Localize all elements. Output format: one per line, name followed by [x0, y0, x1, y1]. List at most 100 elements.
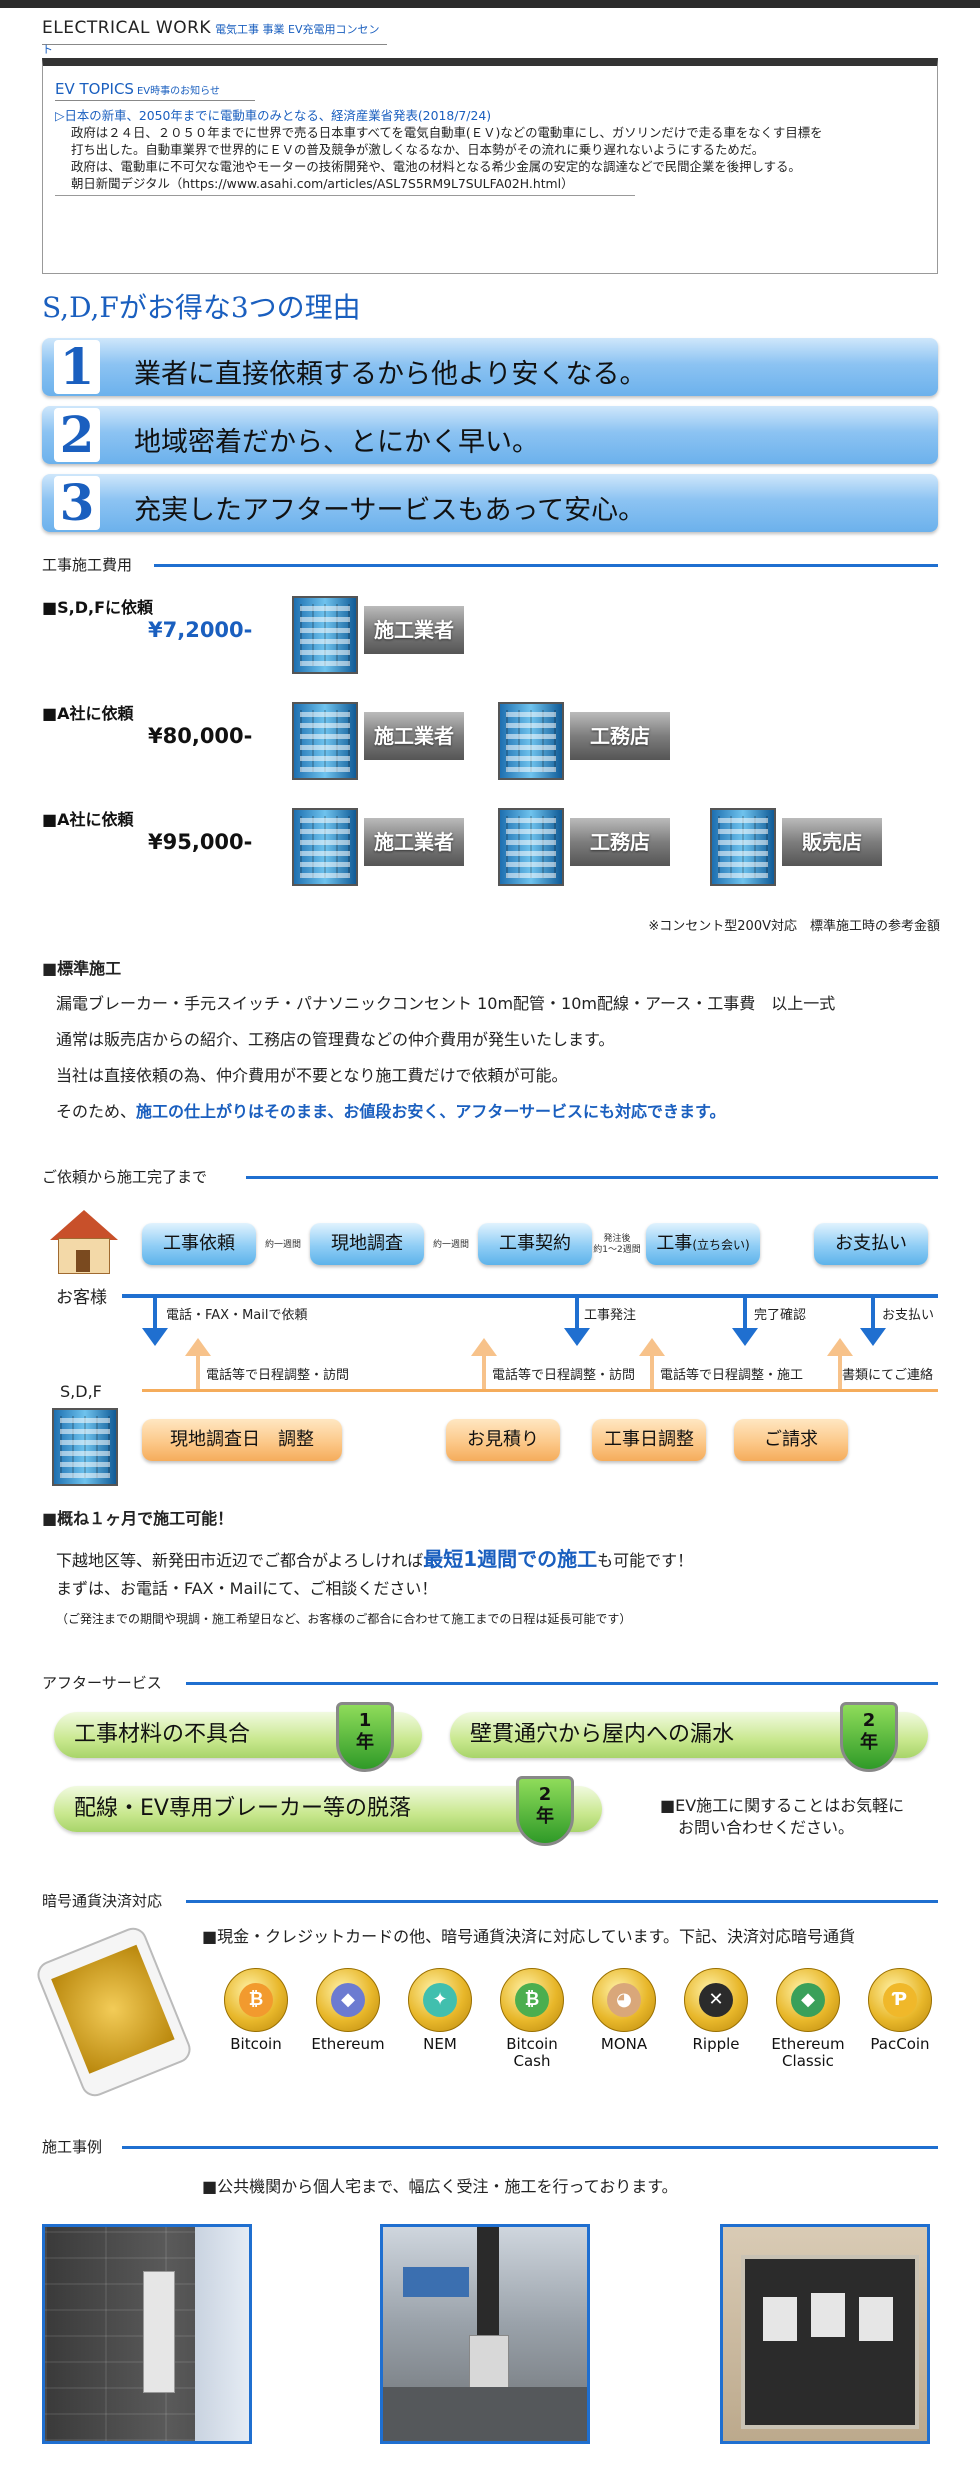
- flow-down-label: 工事発注: [584, 1308, 637, 1323]
- top-bar: [0, 0, 980, 8]
- cost-section-heading: 工事施工費用: [42, 554, 938, 574]
- case-photo[interactable]: [42, 2224, 252, 2444]
- flow-step-survey-date[interactable]: 現地調査日 調整: [142, 1419, 342, 1461]
- flow-step-construction[interactable]: 工事(立ち会い): [646, 1223, 760, 1265]
- flow-gap-label-line2: 約1～2週間: [593, 1245, 641, 1255]
- month-line1-prefix: 下越地区等、新発田市近辺でご都合がよろしければ: [56, 1551, 424, 1570]
- coin-name: PacCoin: [848, 2036, 952, 2053]
- flow-step-contract[interactable]: 工事契約: [478, 1223, 592, 1265]
- flow-step-payment[interactable]: お支払い: [814, 1223, 928, 1265]
- ev-topics-body-line: 政府は２４日、２０５０年までに世界で売る日本車すべてを電気自動車(ＥＶ)などの電…: [71, 125, 823, 140]
- arrow-up-icon: [471, 1338, 497, 1356]
- coin-name-line1: NEM: [423, 2035, 457, 2053]
- flow-step-construction-label: 工事: [656, 1233, 693, 1254]
- coin-name: Ethereum: [296, 2036, 400, 2053]
- arrow-up-icon: [639, 1338, 665, 1356]
- coin-item: ✦ NEM: [408, 1968, 472, 2053]
- crypto-section-heading: 暗号通貨決済対応: [42, 1890, 938, 1910]
- coin-icon: Ƥ: [868, 1968, 932, 2032]
- reason-number: 3: [54, 476, 100, 530]
- flow-up-stem: [650, 1356, 654, 1390]
- flow-up-label: 電話等で日程調整・訪問: [492, 1368, 636, 1383]
- coin-symbol: ₿: [239, 1983, 273, 2017]
- cost-row-price: ¥7,2000-: [148, 618, 253, 642]
- flow-gap-label: 約一週間: [432, 1240, 469, 1250]
- shield-shape: [516, 1776, 574, 1846]
- arrow-down-icon: [564, 1328, 590, 1346]
- flow-down-label: 完了確認: [754, 1308, 807, 1323]
- cost-row-price: ¥80,000-: [148, 724, 253, 748]
- flow-company-line: [142, 1389, 938, 1392]
- heading-rule: [186, 1900, 938, 1903]
- building-icon: [498, 702, 564, 780]
- crypto-heading-text: 暗号通貨決済対応: [42, 1892, 163, 1910]
- site-title: ELECTRICAL WORK: [42, 18, 212, 38]
- coin-icon: ₿: [224, 1968, 288, 2032]
- coin-item: ◆Ethereum: [311, 1968, 385, 2053]
- flow-step-invoice[interactable]: ご請求: [734, 1419, 848, 1461]
- coin-icon: ✕: [684, 1968, 748, 2032]
- road: [383, 2387, 587, 2441]
- case-photo[interactable]: [380, 2224, 590, 2444]
- cases-section-heading: 施工事例: [42, 2136, 938, 2156]
- flow-up-stem: [838, 1356, 842, 1390]
- month-note: （ご発注までの期間や現調・施工希望日など、お客様のご都合に合わせて施工までの日程…: [56, 1612, 632, 1626]
- coin-item: ₿Bitcoin: [224, 1968, 288, 2053]
- company-building: [48, 1400, 118, 1486]
- standard-last-highlight: 施工の仕上がりはそのまま、お値段お安く、アフターサービスにも対応できます。: [136, 1102, 726, 1121]
- building-label: 施工業者: [364, 606, 464, 654]
- panel-outlet: [859, 2297, 893, 2341]
- house-icon: [48, 1210, 118, 1274]
- building-icon: [292, 596, 358, 674]
- standard-line: 通常は販売店からの紹介、工務店の管理費などの仲介費用が発生いたします。: [56, 1030, 615, 1049]
- flow-up-stem: [482, 1356, 486, 1390]
- cases-heading-text: 施工事例: [42, 2138, 103, 2156]
- coin-symbol: ✕: [699, 1983, 733, 2017]
- coin-item: ✕Ripple: [684, 1968, 748, 2053]
- building-label: 販売店: [782, 818, 882, 866]
- customer-label: お客様: [56, 1288, 107, 1308]
- phone-screen: [51, 1944, 175, 2074]
- coin-name: Bitcoin: [204, 2036, 308, 2053]
- crypto-intro: ■現金・クレジットカードの他、暗号通貨決済に対応しています。下記、決済対応暗号通…: [202, 1927, 856, 1946]
- cost-heading-text: 工事施工費用: [42, 556, 133, 574]
- coin-item: ◕MONA: [592, 1968, 656, 2053]
- after-contact-note: お問い合わせください。: [678, 1818, 855, 1837]
- flow-step-survey[interactable]: 現地調査: [310, 1223, 424, 1265]
- house-door: [76, 1250, 90, 1272]
- building-tag: 施工業者: [288, 694, 466, 780]
- house-roof: [50, 1210, 118, 1240]
- coin-symbol: Ƥ: [883, 1983, 917, 2017]
- ev-topics-headline-link[interactable]: ▷日本の新車、2050年までに電動車のみとなる、経済産業省発表(2018/7/2…: [55, 108, 492, 123]
- flow-down-stem: [743, 1294, 747, 1330]
- reasons-title: S,D,Fがお得な3つの理由: [42, 291, 361, 324]
- flow-section-heading: ご依頼から施工完了まで: [42, 1166, 938, 1186]
- standard-line: 漏電ブレーカー・手元スイッチ・パナソニックコンセント 10m配管・10m配線・ア…: [56, 994, 836, 1013]
- cost-row-price: ¥95,000-: [148, 830, 253, 854]
- flow-step-estimate[interactable]: お見積り: [446, 1419, 560, 1461]
- warranty-years: 2: [538, 1784, 552, 1805]
- ev-topics-title-small: EV時事のお知らせ: [136, 86, 220, 97]
- flow-gap-label: 約一週間: [264, 1240, 301, 1250]
- flow-step-request[interactable]: 工事依頼: [142, 1223, 256, 1265]
- shop-awning: [403, 2267, 469, 2297]
- flow-up-stem: [196, 1356, 200, 1390]
- coin-icon: ◆: [316, 1968, 380, 2032]
- flow-step-schedule[interactable]: 工事日調整: [592, 1419, 706, 1461]
- warranty-unit: 年: [860, 1732, 878, 1753]
- case-photo[interactable]: [720, 2224, 930, 2444]
- site-subtitle[interactable]: 電気工事 事業 EV充電用コンセント: [42, 23, 380, 56]
- coin-name: Ripple: [664, 2036, 768, 2053]
- flow-up-label: 電話等で日程調整・施工: [660, 1368, 804, 1383]
- window-frame: [195, 2227, 249, 2441]
- flow-down-label: お支払い: [882, 1308, 935, 1323]
- flow-up-label: 書類にてご連絡: [842, 1368, 934, 1383]
- coin-icon: ✦: [408, 1968, 472, 2032]
